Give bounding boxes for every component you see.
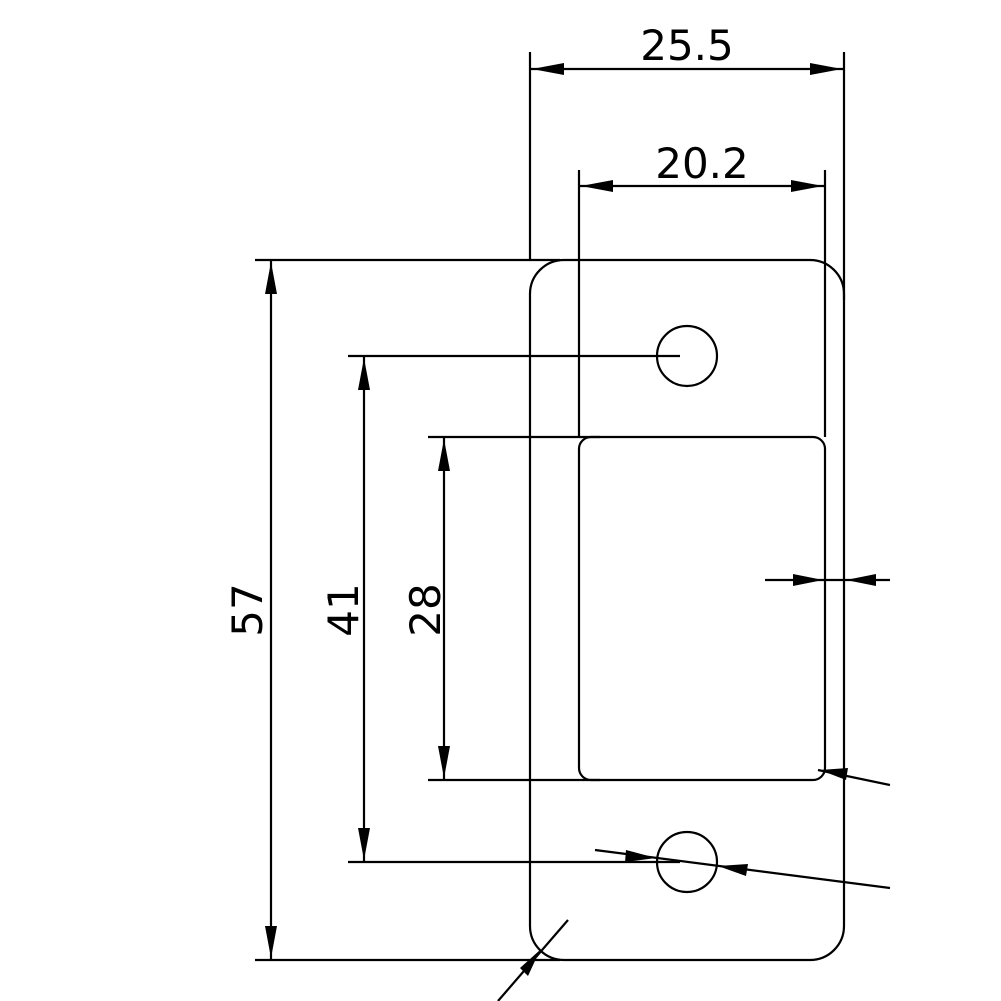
dimension-label-41: 41 bbox=[319, 583, 368, 636]
dimension-wall-thickness bbox=[765, 574, 890, 586]
arrow-head bbox=[358, 828, 370, 860]
dimension-overall-width: 25.5 bbox=[528, 21, 846, 300]
arrow-head bbox=[791, 180, 823, 192]
arrow-head bbox=[846, 574, 876, 586]
inner-slot-outline bbox=[577, 435, 827, 782]
arrow-head bbox=[265, 262, 277, 294]
dimension-hole-spacing: 41 bbox=[319, 354, 680, 864]
arrow-head bbox=[265, 926, 277, 958]
leader-hole-diameter bbox=[594, 848, 891, 890]
arrow-head bbox=[358, 358, 370, 390]
arrow-head bbox=[718, 864, 748, 876]
arrow-head bbox=[438, 439, 450, 471]
dimension-overall-height: 57 bbox=[223, 258, 560, 962]
dimension-slot-width: 20.2 bbox=[577, 139, 827, 437]
dimension-label-25-5: 25.5 bbox=[640, 21, 734, 70]
dimension-label-20-2: 20.2 bbox=[655, 139, 749, 188]
arrow-head bbox=[793, 574, 823, 586]
leader-slot-corner-radius bbox=[817, 768, 891, 787]
arrow-head bbox=[581, 180, 613, 192]
arrow-head bbox=[520, 950, 540, 976]
leader-plate-corner-radius bbox=[497, 919, 569, 1001]
dimension-label-28: 28 bbox=[401, 583, 450, 636]
arrow-head bbox=[532, 63, 564, 75]
dimension-slot-height: 28 bbox=[401, 435, 600, 782]
dimension-label-57: 57 bbox=[223, 583, 272, 636]
arrow-head bbox=[438, 746, 450, 778]
arrow-head bbox=[820, 768, 848, 780]
arrow-head bbox=[625, 850, 656, 862]
plate-outline bbox=[528, 258, 846, 962]
arrow-head bbox=[810, 63, 842, 75]
